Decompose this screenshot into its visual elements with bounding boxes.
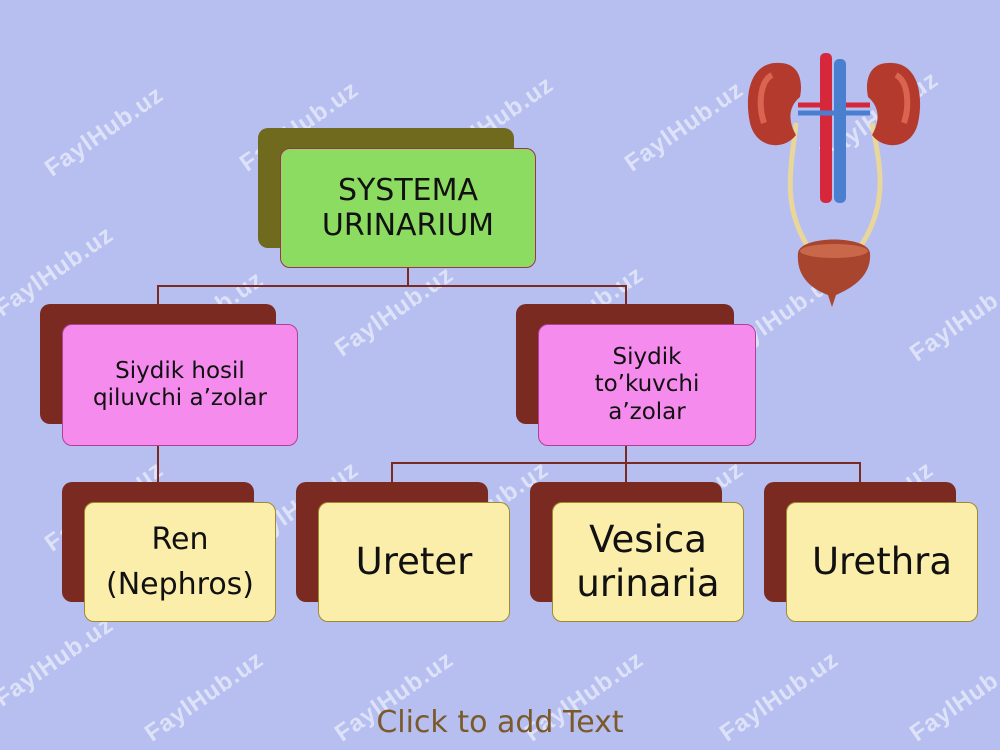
root-node: SYSTEMA URINARIUM: [280, 148, 536, 268]
right-kidney-shape: [866, 62, 921, 146]
right-kidney-highlight: [894, 72, 911, 124]
left-kidney-highlight: [757, 72, 774, 124]
urinary-system-illustration: [747, 53, 921, 307]
vena-cava-shape: [834, 59, 846, 203]
root-node-label: SYSTEMA URINARIUM: [321, 172, 495, 243]
leaf-node-label: Ren (Nephros): [105, 522, 255, 602]
leaf-node-ren: Ren (Nephros): [84, 502, 276, 622]
leaf-node-urethra: Urethra: [786, 502, 978, 622]
group-node-forming-organs: Siydik hosil qiluvchi a’zolar: [62, 324, 298, 446]
leaf-node-label: Urethra: [811, 540, 953, 584]
aorta-shape: [820, 53, 832, 203]
connector-root-to-group-right: [408, 285, 627, 304]
connector-to-urethra: [626, 462, 861, 482]
leaf-node-vesica-urinaria: Vesica urinaria: [552, 502, 744, 622]
group-node-label: Siydik to’kuvchi a’zolar: [594, 344, 700, 425]
group-node-label: Siydik hosil qiluvchi a’zolar: [93, 357, 267, 411]
bladder-highlight: [800, 244, 868, 258]
left-ureter-shape: [787, 122, 813, 252]
connector-group-right-to-leaves: [391, 446, 627, 482]
footer-placeholder-text[interactable]: Click to add Text: [376, 705, 624, 740]
connector-root-to-groups: [157, 268, 409, 304]
right-ureter-shape: [855, 122, 883, 252]
leaf-node-ureter: Ureter: [318, 502, 510, 622]
left-kidney-shape: [747, 62, 802, 146]
leaf-node-label: Ureter: [355, 540, 473, 584]
group-node-excreting-organs: Siydik to’kuvchi a’zolar: [538, 324, 756, 446]
leaf-node-label: Vesica urinaria: [576, 518, 720, 605]
